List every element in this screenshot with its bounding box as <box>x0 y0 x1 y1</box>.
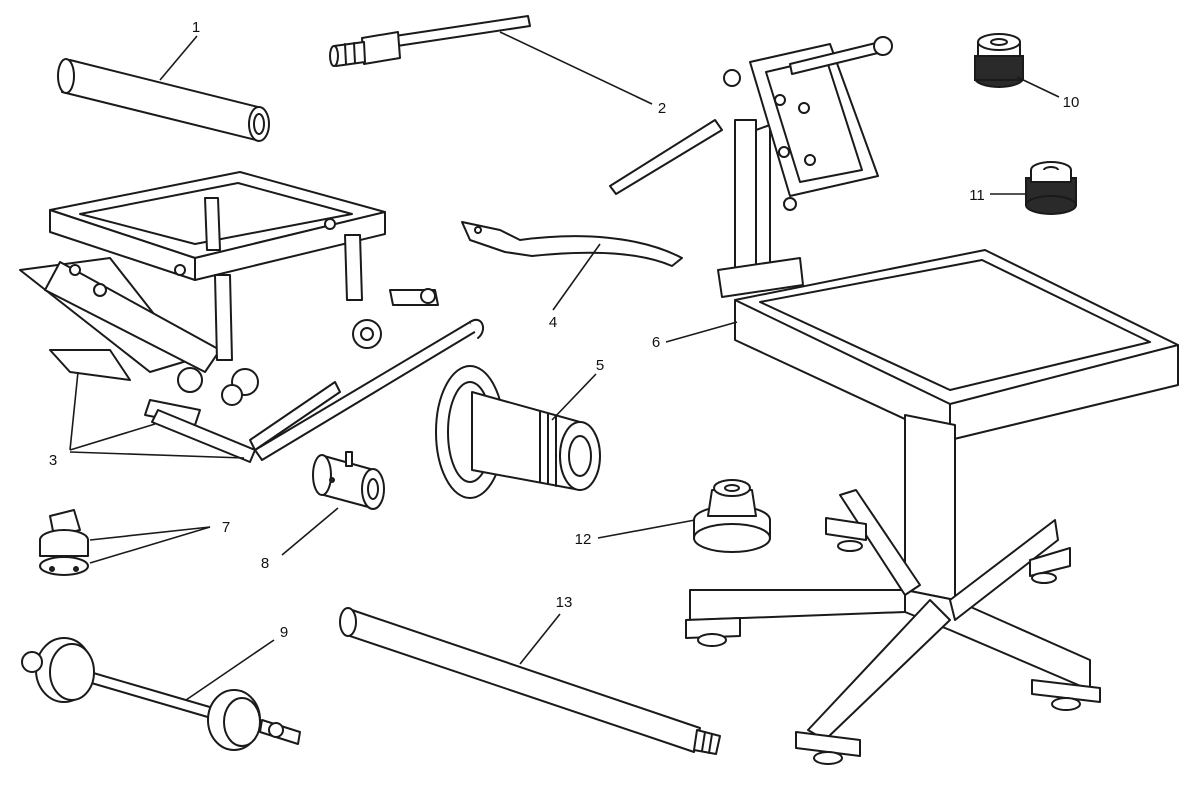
callout-3: 3 <box>49 452 57 469</box>
leader-7a <box>89 526 211 541</box>
leader-5 <box>551 373 597 421</box>
part-5-flanged-threaded-adapter <box>435 365 601 499</box>
part-8-pinned-sleeve <box>312 451 385 510</box>
part-13-long-tube-tool <box>339 607 721 755</box>
leader-8 <box>281 507 339 556</box>
callout-13: 13 <box>556 594 573 611</box>
part-12-socket-nut-adapter <box>693 479 771 553</box>
leader-13 <box>519 613 561 665</box>
part-9-bearing-puller-shaft <box>21 637 301 751</box>
part-3-scissor-stand-assembly <box>19 171 485 463</box>
callout-6: 6 <box>652 334 660 351</box>
part-10-rubber-cap <box>974 33 1024 88</box>
part-11-rubber-cap <box>1025 161 1077 215</box>
callout-4: 4 <box>549 314 557 331</box>
leader-2 <box>499 31 653 105</box>
part-7-bolt-adapters <box>39 509 89 576</box>
callout-10: 10 <box>1063 94 1080 111</box>
part-2-threaded-rod-tool <box>329 15 531 67</box>
callout-9: 9 <box>280 624 288 641</box>
part-1-cylinder-tube <box>57 58 270 142</box>
callout-7: 7 <box>222 519 230 536</box>
leader-12 <box>597 519 696 539</box>
callout-12: 12 <box>575 531 592 548</box>
leader-9 <box>185 639 275 701</box>
leader-lines <box>69 31 1060 701</box>
leader-1 <box>159 35 198 81</box>
part-4-pin-wrench <box>461 221 683 267</box>
callout-1: 1 <box>192 19 200 36</box>
leader-10 <box>1016 76 1060 98</box>
callout-2: 2 <box>658 100 666 117</box>
callout-8: 8 <box>261 555 269 572</box>
callout-labels: 1 2 3 4 5 6 7 8 9 10 11 12 13 <box>49 19 1080 641</box>
callout-11: 11 <box>969 187 985 204</box>
callout-5: 5 <box>596 357 604 374</box>
leader-3a <box>69 371 79 451</box>
leader-4 <box>552 243 601 311</box>
part-6-engine-stand-with-tray <box>609 36 1179 765</box>
leader-3b <box>69 423 156 451</box>
leader-3c <box>69 451 245 459</box>
leader-6 <box>665 321 738 343</box>
leader-7b <box>89 526 211 564</box>
